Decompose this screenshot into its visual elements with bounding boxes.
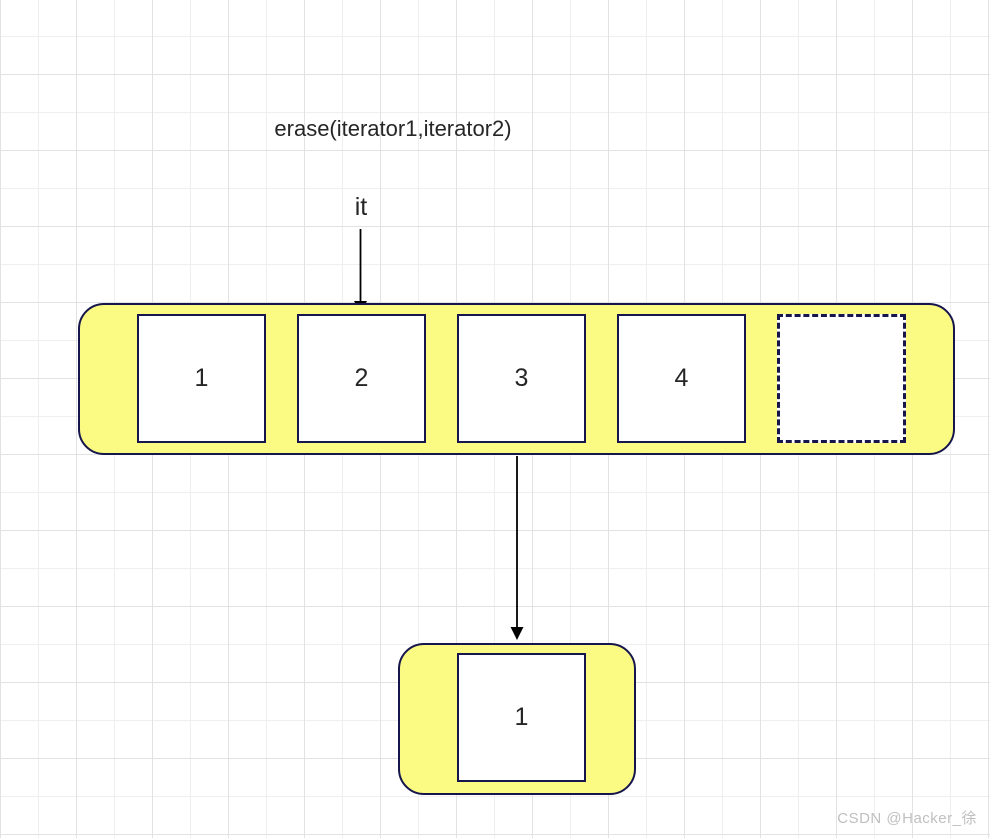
vector-cell-4: 4 — [617, 314, 746, 443]
diagram-title: erase(iterator1,iterator2) — [274, 116, 512, 141]
vector-cell-erased — [777, 314, 906, 443]
watermark: CSDN @Hacker_徐 — [837, 810, 977, 827]
cell-value: 4 — [674, 364, 689, 392]
vector-cell-2: 2 — [297, 314, 426, 443]
cell-value: 3 — [514, 364, 529, 392]
cell-value: 2 — [354, 364, 369, 392]
result-cell-1: 1 — [457, 653, 586, 782]
vector-cell-1: 1 — [137, 314, 266, 443]
vector-container: 1 2 3 4 — [78, 303, 955, 455]
cell-value: 1 — [514, 703, 529, 731]
vector-cell-3: 3 — [457, 314, 586, 443]
cell-value: 1 — [194, 364, 209, 392]
iterator-label: it — [354, 193, 368, 221]
result-container: 1 — [398, 643, 636, 795]
